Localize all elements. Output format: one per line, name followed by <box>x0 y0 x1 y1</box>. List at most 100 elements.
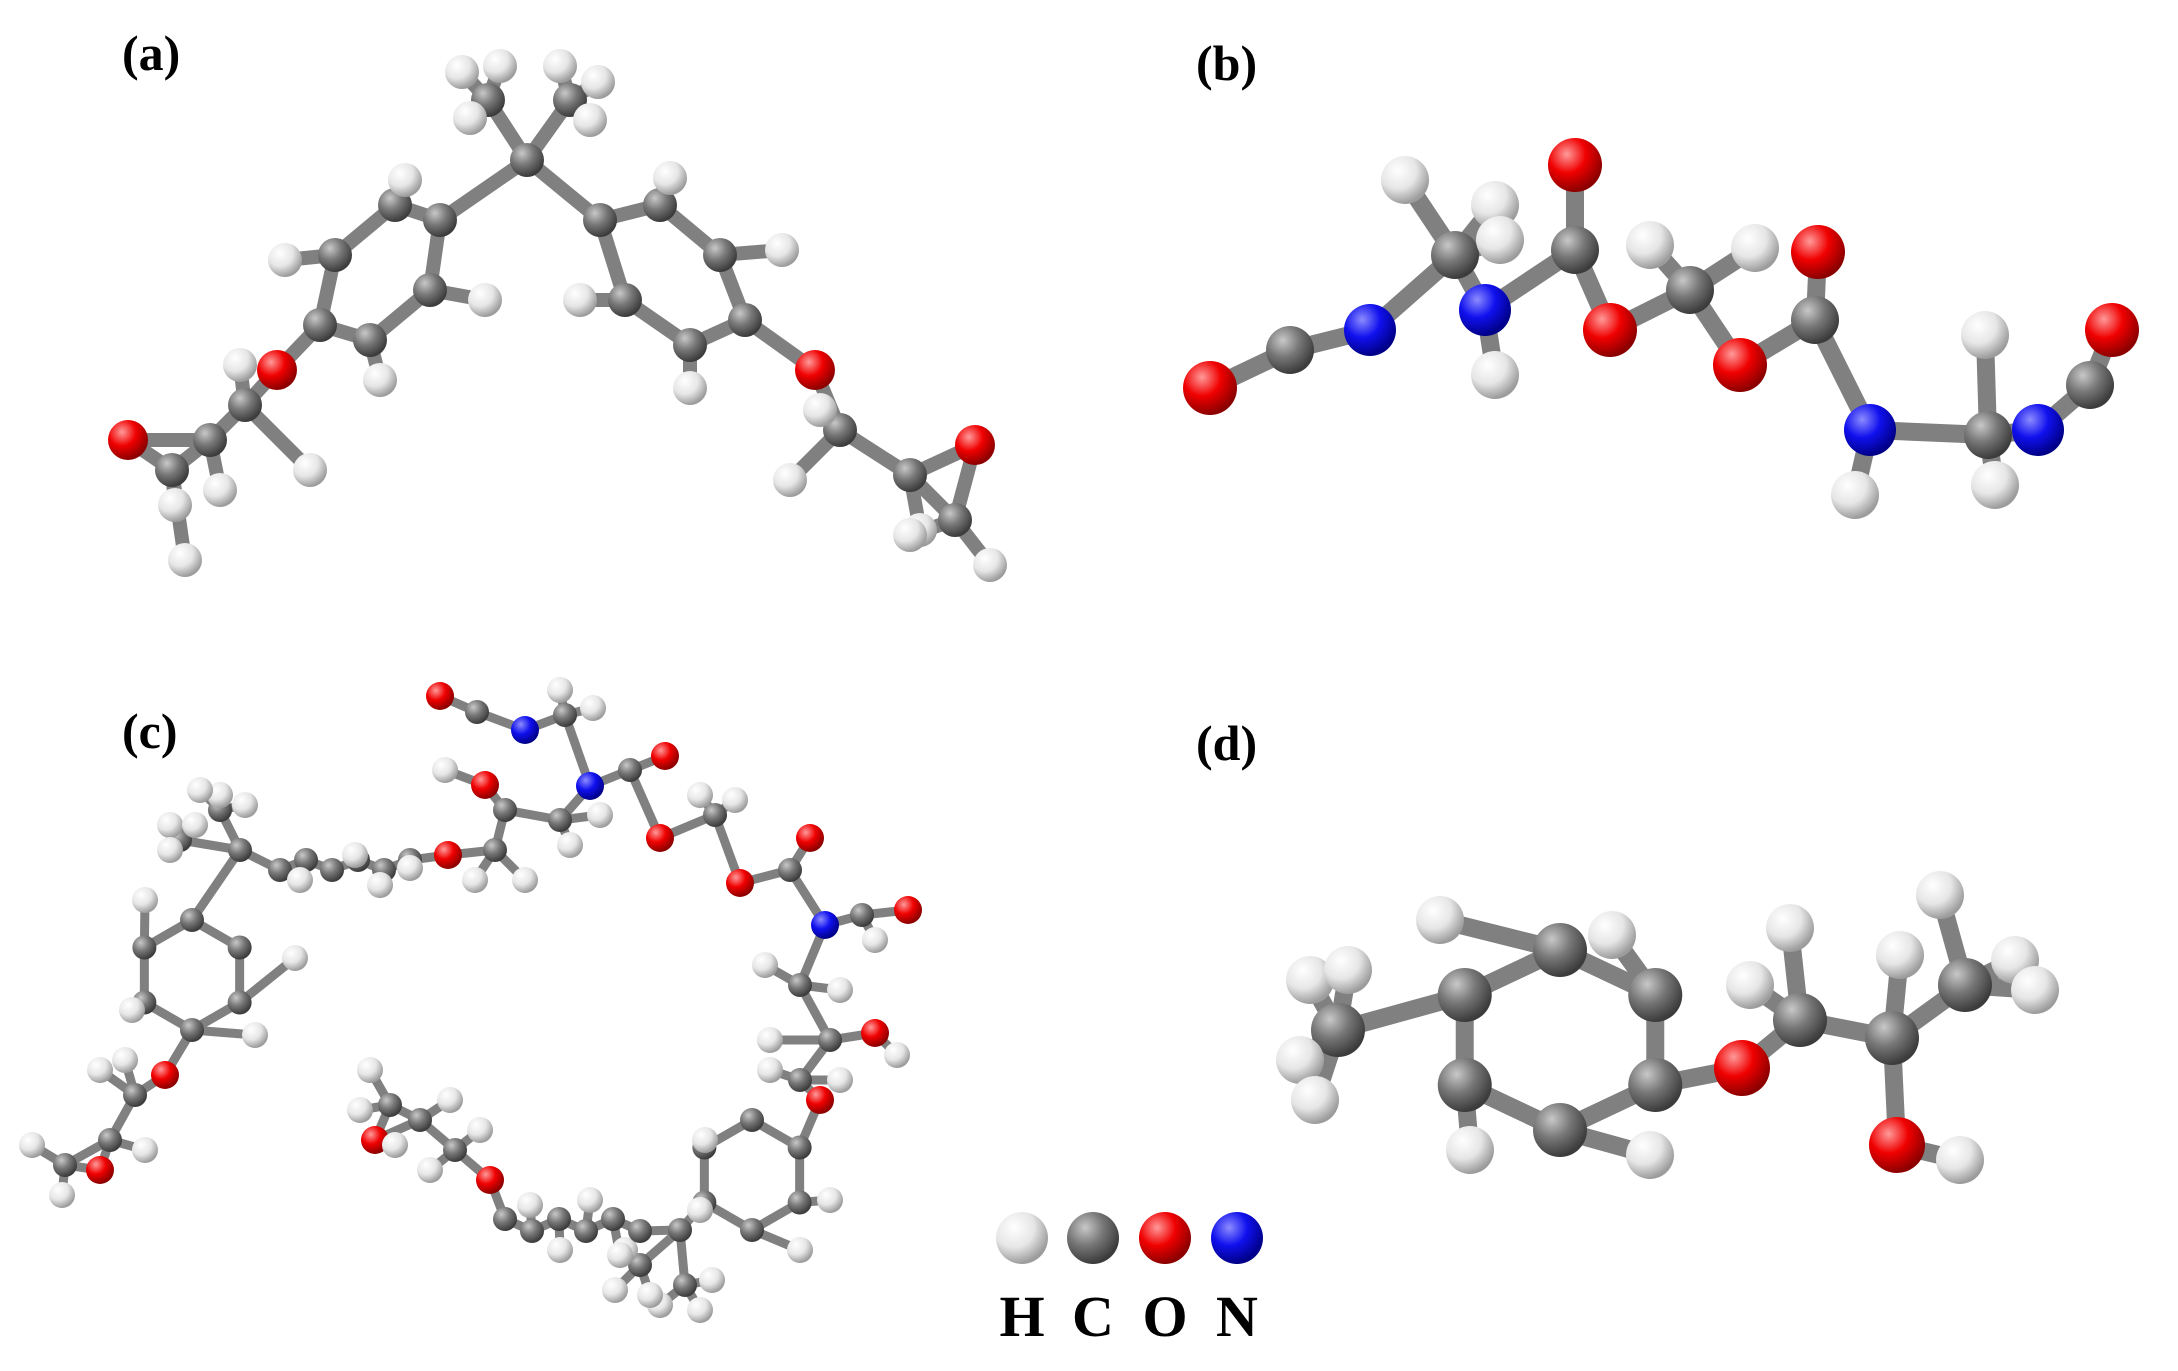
carbon-atom <box>378 1093 402 1117</box>
hydrogen-atom <box>827 977 853 1003</box>
panel-label-b: (b) <box>1196 35 1257 91</box>
carbon-atom <box>1533 1103 1587 1157</box>
hydrogen-atom <box>1381 156 1429 204</box>
carbon-atom <box>673 328 707 362</box>
legend-label-c: C <box>1072 1284 1114 1349</box>
legend-oxygen-ball <box>1139 1212 1191 1264</box>
hydrogen-atom <box>1626 221 1674 269</box>
carbon-atom <box>465 700 489 724</box>
hydrogen-atom <box>1471 181 1519 229</box>
carbon-atom <box>893 458 927 492</box>
hydrogen-atom <box>602 1277 628 1303</box>
legend-nitrogen-ball <box>1211 1212 1263 1264</box>
hydrogen-atom <box>581 65 615 99</box>
hydrogen-atom <box>282 945 308 971</box>
carbon-atom <box>268 858 292 882</box>
carbon-atom <box>123 1083 147 1107</box>
carbon-atom <box>408 1108 432 1132</box>
carbon-atom <box>320 858 344 882</box>
oxygen-atom <box>651 742 679 770</box>
nitrogen-atom <box>1344 304 1396 356</box>
hydrogen-atom <box>752 952 778 978</box>
nitrogen-atom <box>1459 284 1511 336</box>
hydrogen-atom <box>765 233 799 267</box>
hydrogen-atom <box>1588 911 1636 959</box>
carbon-atom <box>510 143 544 177</box>
carbon-atom <box>1311 1003 1365 1057</box>
nitrogen-atom <box>811 911 839 939</box>
carbon-atom <box>1533 923 1587 977</box>
hydrogen-atom <box>223 348 257 382</box>
hydrogen-atom <box>397 855 423 881</box>
oxygen-atom <box>1548 138 1602 192</box>
carbon-atom <box>1437 1058 1492 1112</box>
legend-label-o: O <box>1142 1284 1187 1349</box>
hydrogen-atom <box>437 1087 463 1113</box>
hydrogen-atom <box>637 1282 663 1308</box>
carbon-atom <box>1437 968 1492 1022</box>
carbon-atom <box>227 935 252 960</box>
carbon-atom <box>728 303 762 337</box>
panel-label-d: (d) <box>1196 715 1257 771</box>
hydrogen-atom <box>232 792 258 818</box>
oxygen-atom <box>151 1061 179 1089</box>
hydrogen-atom <box>268 243 302 277</box>
hydrogen-atom <box>483 49 517 83</box>
panel-label-c: (c) <box>122 703 178 759</box>
oxygen-atom <box>646 824 674 852</box>
hydrogen-atom <box>687 1297 713 1323</box>
carbon-atom <box>180 908 204 932</box>
carbon-atom <box>520 1219 544 1243</box>
hydrogen-atom <box>207 782 233 808</box>
hydrogen-atom <box>973 548 1007 582</box>
hydrogen-atom <box>1476 216 1524 264</box>
hydrogen-atom <box>357 1057 383 1083</box>
oxygen-atom <box>796 824 824 852</box>
carbon-atom <box>227 990 252 1015</box>
carbon-atom <box>1666 266 1714 314</box>
carbon-atom <box>493 798 517 822</box>
carbon-atom <box>818 1028 842 1052</box>
hydrogen-atom <box>563 283 597 317</box>
hydrogen-atom <box>87 1057 113 1083</box>
oxygen-atom <box>1714 1040 1770 1096</box>
hydrogen-atom <box>453 101 487 135</box>
hydrogen-atom <box>19 1132 45 1158</box>
carbon-atom <box>740 1218 764 1242</box>
carbon-atom <box>673 1273 697 1297</box>
carbon-atom <box>788 973 812 997</box>
hydrogen-atom <box>803 393 837 427</box>
hydrogen-atom <box>462 867 488 893</box>
hydrogen-atom <box>168 543 202 577</box>
hydrogen-atom <box>119 997 145 1023</box>
carbon-atom <box>787 1135 812 1160</box>
hydrogen-atom <box>673 371 707 405</box>
oxygen-atom <box>795 350 835 390</box>
carbon-atom <box>294 848 318 872</box>
carbon-atom <box>583 203 617 237</box>
oxygen-atom <box>861 1019 889 1047</box>
carbon-atom <box>703 803 727 827</box>
hydrogen-atom <box>132 887 158 913</box>
hydrogen-atom <box>1291 1076 1339 1124</box>
oxygen-atom <box>257 350 297 390</box>
hydrogen-atom <box>512 867 538 893</box>
hydrogen-atom <box>1936 1136 1984 1184</box>
oxygen-atom <box>1183 361 1237 415</box>
hydrogen-atom <box>1916 871 1964 919</box>
hydrogen-atom <box>342 842 368 868</box>
legend-label-n: N <box>1216 1284 1258 1349</box>
carbon-atom <box>608 283 642 317</box>
oxygen-atom <box>426 682 454 710</box>
hydrogen-atom <box>432 757 458 783</box>
carbon-atom <box>850 903 874 927</box>
carbon-atom <box>1551 226 1599 274</box>
atom-legend: H C O N <box>996 1212 1263 1349</box>
hydrogen-atom <box>817 1187 843 1213</box>
carbon-atom <box>1628 1058 1683 1112</box>
hydrogen-atom <box>692 1127 718 1153</box>
hydrogen-atom <box>687 1197 713 1223</box>
hydrogen-atom <box>653 161 687 195</box>
hydrogen-atom <box>862 927 888 953</box>
carbon-atom <box>53 1153 77 1177</box>
